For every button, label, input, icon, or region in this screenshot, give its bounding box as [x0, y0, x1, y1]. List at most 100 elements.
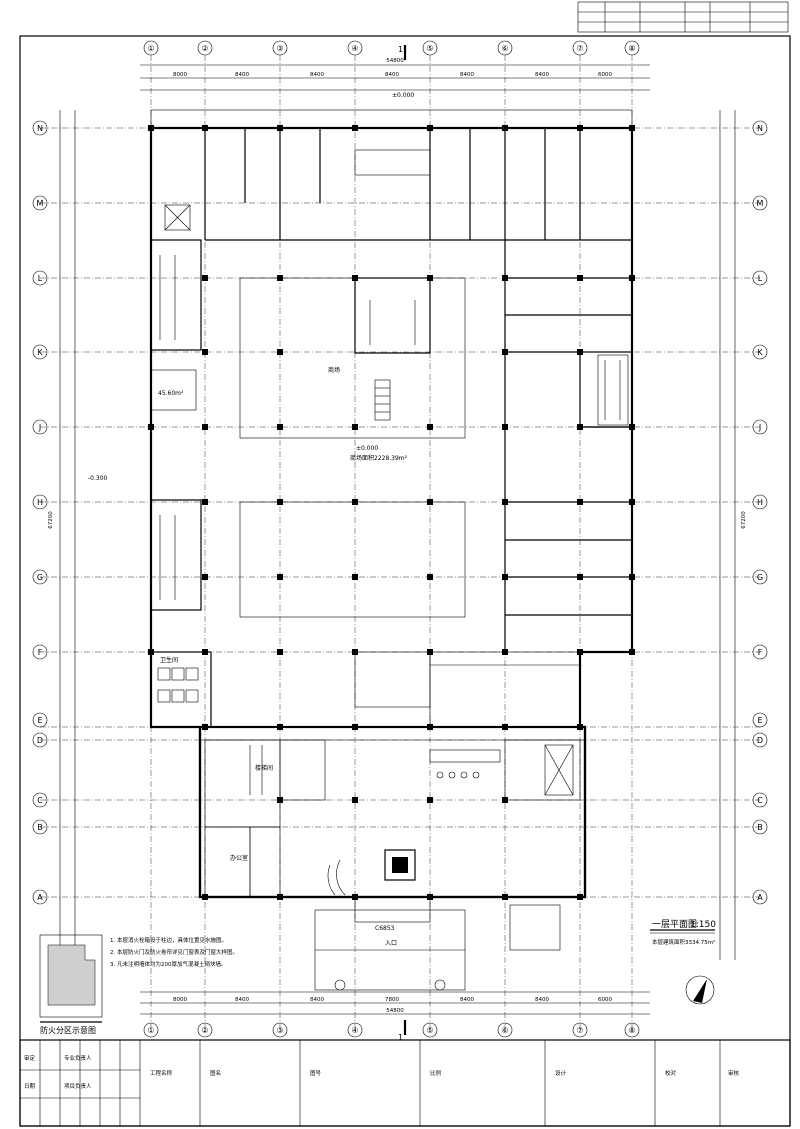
svg-text:8400: 8400 — [310, 72, 324, 78]
right-stair-core — [597, 354, 629, 426]
svg-text:D: D — [37, 736, 43, 745]
structural-columns — [148, 125, 635, 900]
title-block — [19, 1039, 791, 1127]
svg-text:①: ① — [147, 44, 154, 53]
svg-text:比例: 比例 — [430, 1069, 442, 1077]
row-bubbles-right: N M L K J H G F E D C B A — [752, 120, 768, 905]
overall-width-bottom: 54800 — [386, 1008, 404, 1014]
office-label: 办公室 — [230, 854, 248, 862]
drawing-scale: 1:150 — [690, 920, 716, 930]
right-total: 67200 — [741, 511, 747, 529]
fire-zone-title: 防火分区示意图 — [40, 1025, 96, 1035]
level-mark-top: ±0.000 — [392, 92, 414, 99]
svg-text:K: K — [37, 348, 43, 357]
column-grid-lines — [150, 55, 633, 1030]
svg-text:G: G — [37, 573, 43, 582]
column-bubbles-top: ① ② ③ ④ ⑤ ⑥ ⑦ ⑧ — [143, 40, 640, 56]
header-table — [577, 1, 789, 33]
svg-text:N: N — [37, 124, 43, 133]
svg-text:C: C — [37, 796, 43, 805]
overall-width-top: 54800 — [386, 58, 404, 64]
fire-control-area: 45.60m² — [158, 390, 184, 397]
svg-text:2. 本层防火门及防火卷帘详见门窗表及门窗大样图。: 2. 本层防火门及防火卷帘详见门窗表及门窗大样图。 — [110, 948, 238, 956]
svg-text:8400: 8400 — [385, 72, 399, 78]
svg-text:校对: 校对 — [665, 1069, 677, 1077]
svg-text:E: E — [37, 716, 42, 725]
svg-text:M: M — [757, 199, 764, 208]
svg-text:①: ① — [147, 1026, 154, 1035]
svg-text:项目负责人: 项目负责人 — [64, 1082, 92, 1090]
svg-text:专业负责人: 专业负责人 — [64, 1054, 92, 1062]
svg-text:⑧: ⑧ — [628, 1026, 635, 1035]
svg-text:审定: 审定 — [24, 1054, 36, 1062]
entrance-label: 入口 — [385, 940, 397, 947]
svg-text:J: J — [758, 423, 761, 432]
svg-text:审核: 审核 — [728, 1069, 740, 1077]
right-shops — [504, 240, 632, 652]
svg-text:H: H — [37, 498, 43, 507]
mall-room-label: 商场 — [328, 366, 340, 374]
svg-text:8000: 8000 — [173, 997, 187, 1003]
svg-text:③: ③ — [276, 44, 283, 53]
svg-text:L: L — [758, 274, 763, 283]
svg-text:⑤: ⑤ — [426, 44, 433, 53]
svg-text:8400: 8400 — [235, 997, 249, 1003]
svg-text:⑤: ⑤ — [426, 1026, 433, 1035]
svg-text:6000: 6000 — [598, 72, 612, 78]
bottom-span-labels: 8000 8400 8400 7800 8400 8400 6000 — [173, 997, 612, 1003]
svg-text:7800: 7800 — [385, 997, 399, 1003]
svg-text:②: ② — [201, 44, 208, 53]
svg-text:8400: 8400 — [460, 72, 474, 78]
svg-text:C: C — [757, 796, 763, 805]
svg-text:L: L — [38, 274, 43, 283]
drawing-title-block — [650, 929, 715, 934]
fire-zone-diagram — [39, 934, 103, 1023]
svg-text:④: ④ — [351, 44, 358, 53]
svg-text:⑧: ⑧ — [628, 44, 635, 53]
row-bubbles-left: N M L K J H G F E D C B A — [32, 120, 48, 905]
mall-area-label: 商场面积2228.39m² — [350, 454, 408, 462]
svg-text:8400: 8400 — [235, 72, 249, 78]
drawing-title: 一层平面图 — [652, 919, 697, 930]
section-mark-bottom: 1 — [398, 1033, 403, 1042]
building-area: 本层建筑面积3334.75m² — [652, 938, 715, 946]
svg-text:K: K — [757, 348, 763, 357]
svg-text:G: G — [757, 573, 763, 582]
left-stair-cores — [150, 204, 202, 611]
svg-text:M: M — [37, 199, 44, 208]
svg-text:⑥: ⑥ — [501, 1026, 508, 1035]
level-mark-left: -0.300 — [88, 475, 108, 482]
svg-text:⑦: ⑦ — [576, 44, 583, 53]
svg-text:A: A — [37, 893, 43, 902]
building-outline — [149, 109, 634, 899]
north-arrow-icon — [685, 975, 715, 1005]
title-block-text: 工程名称 图名 图号 比例 设计 校对 审核 审定 日期 专业负责人 项目负责人 — [24, 1054, 740, 1090]
svg-text:F: F — [38, 648, 43, 657]
svg-text:3. 凡未注明墙体均为200厚加气混凝土砌块墙。: 3. 凡未注明墙体均为200厚加气混凝土砌块墙。 — [110, 960, 227, 968]
svg-text:③: ③ — [276, 1026, 283, 1035]
svg-text:⑦: ⑦ — [576, 1026, 583, 1035]
svg-text:B: B — [37, 823, 43, 832]
svg-text:6000: 6000 — [598, 997, 612, 1003]
svg-text:A: A — [757, 893, 763, 902]
svg-text:1. 本层消火栓箱设于柱边，具体位置见水施图。: 1. 本层消火栓箱设于柱边，具体位置见水施图。 — [110, 936, 227, 944]
row-grid-lines — [40, 127, 760, 898]
toilet-label: 卫生间 — [160, 656, 178, 664]
svg-text:⑥: ⑥ — [501, 44, 508, 53]
svg-text:D: D — [757, 736, 763, 745]
svg-text:8400: 8400 — [310, 997, 324, 1003]
svg-text:8400: 8400 — [535, 72, 549, 78]
svg-text:8000: 8000 — [173, 72, 187, 78]
lower-block — [198, 725, 587, 899]
svg-text:设计: 设计 — [555, 1069, 567, 1077]
svg-text:F: F — [758, 648, 763, 657]
svg-text:图名: 图名 — [210, 1069, 221, 1077]
svg-text:E: E — [757, 716, 762, 725]
stair-label: 楼梯间 — [255, 764, 273, 772]
section-mark-top: 1 — [398, 45, 403, 54]
entrance-canopy — [314, 896, 561, 991]
svg-text:④: ④ — [351, 1026, 358, 1035]
central-mall — [239, 277, 466, 618]
service-band — [150, 651, 581, 728]
svg-text:H: H — [757, 498, 763, 507]
